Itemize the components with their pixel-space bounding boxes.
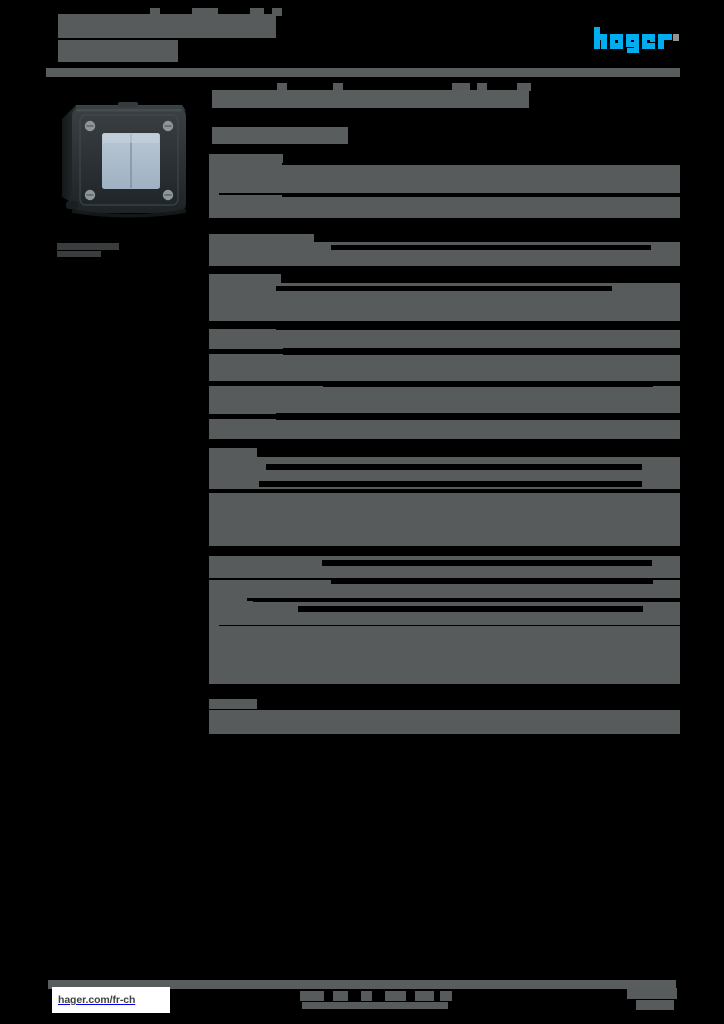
row-key-tick [209,613,219,619]
product-subheading [212,127,348,144]
row-key-tick [209,602,219,608]
paragraph-block [209,634,680,684]
section-5-heading [209,594,247,602]
section-3-heading [209,274,281,283]
row-leader-gap [322,560,652,566]
doc-title-ascender-5 [517,83,531,91]
footer-note-second-line [302,1002,448,1009]
row-key-tick [209,481,219,487]
page-title [58,14,276,38]
table-row [209,419,680,439]
row-key-tick [209,710,219,716]
website-link[interactable]: hager.com/fr-ch [52,987,170,1013]
title-ascender-4 [272,8,282,16]
page-number-second-line [636,1000,674,1010]
product-caption-line-1 [57,243,119,250]
row-key-tick [209,568,219,574]
table-row [209,386,680,414]
page-header [0,0,724,84]
doc-title-ascender-2 [333,83,343,91]
page-title-second-line [58,40,178,62]
row-leader-gap [331,245,651,250]
table-row [209,329,680,349]
header-divider [46,68,680,77]
row-key-tick [209,386,219,392]
section-2-heading [209,234,314,243]
row-key-tick [209,419,219,425]
table-row [209,580,680,598]
doc-title-ascender-4 [477,83,487,91]
table-row [209,493,680,546]
row-key-tick [209,470,219,476]
row-key-tick [209,209,219,215]
table-row [209,710,680,734]
product-caption-line-2 [57,251,101,257]
row-leader-gap [282,193,681,197]
row-key-tick [209,556,219,562]
page-footer [0,975,724,1024]
row-leader-gap [282,163,681,165]
section-1-heading [209,154,283,163]
row-key-tick [209,242,219,247]
row-key-tick [209,283,219,289]
row-leader-gap [266,464,642,470]
row-leader-gap [283,348,681,355]
table-row [209,195,680,218]
title-ascender-1 [150,8,160,16]
page-number [627,988,677,999]
row-key-tick [209,193,219,198]
website-url-text: hager.com/fr-ch [58,994,136,1006]
row-leader-gap [331,578,653,584]
row-leader-gap [259,481,642,487]
product-image [54,85,199,230]
row-key-tick [209,580,219,586]
row-key-tick [209,296,219,302]
doc-title-ascender-3 [452,83,470,91]
section-6-heading [209,699,257,709]
footer-note [300,991,452,1001]
row-leader-gap [266,546,681,552]
hager-logo [594,27,680,54]
row-key-tick [209,624,219,630]
row-leader-gap [276,286,612,291]
row-key-tick [209,354,219,360]
product-heading [212,90,529,108]
row-key-tick [209,457,219,463]
row-key-tick [209,329,219,335]
table-row [209,163,680,193]
row-leader-gap [323,381,653,387]
table-row [209,354,680,381]
footer-divider [48,980,676,989]
row-leader-gap [276,321,681,330]
title-ascender-2 [192,8,218,16]
section-4-heading [209,448,257,457]
row-leader-gap [298,606,643,612]
title-ascender-3 [250,8,264,16]
doc-title-ascender-1 [277,83,287,91]
row-leader-gap [276,413,681,420]
row-leader-gap [253,598,681,603]
row-key-tick [209,252,219,257]
